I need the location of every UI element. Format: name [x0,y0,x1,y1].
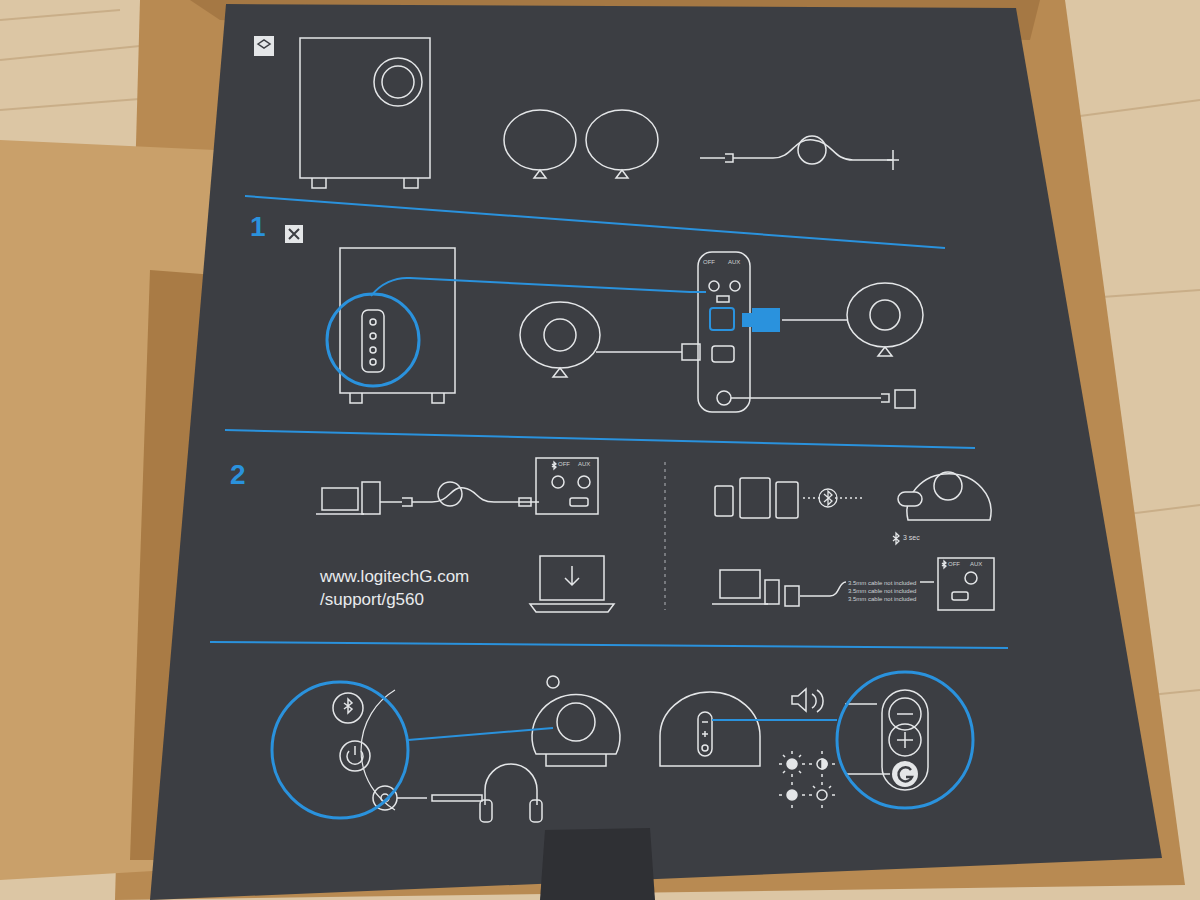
hold-time: 3 sec [903,534,920,542]
input-label: AUX [970,561,982,568]
bluetooth-symbol [552,462,946,568]
input-label: AUX [578,461,590,468]
cable-note: 3.5mm cable not included [848,596,916,603]
switch-label: OFF [703,259,715,266]
control-callouts [272,672,973,818]
switch-label: OFF [948,561,960,568]
setup-step-one [285,225,923,412]
input-label: AUX [728,259,740,266]
cable-note: 3.5mm cable not included [848,588,916,595]
setup-step-two-wireless [712,472,994,610]
section-dividers [210,196,1008,648]
cable-note: 3.5mm cable not included [848,580,916,587]
cardboard-box [115,0,1185,900]
step-number: 1 [250,212,266,243]
lid [150,4,1162,900]
step-number: 2 [230,460,246,491]
lid-tab [540,828,655,900]
highlighted-connector [327,278,780,386]
box-contents [254,36,899,188]
switch-label: OFF [558,461,570,468]
section-split [664,462,666,610]
support-url: www.logitechG.com /support/g560 [320,566,510,612]
setup-step-two-usb [316,458,614,612]
